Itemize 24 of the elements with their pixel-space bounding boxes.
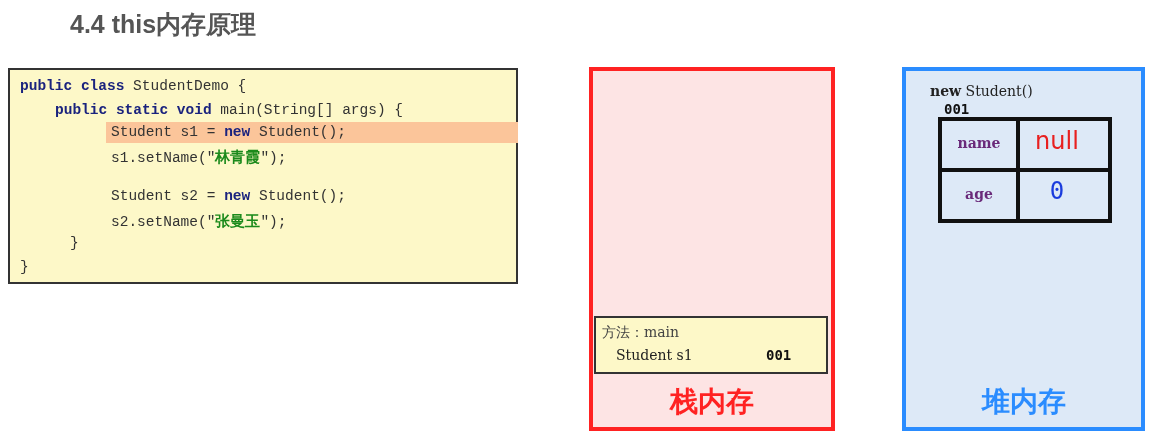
code-line: } bbox=[70, 235, 79, 251]
memory-label: 堆内存 bbox=[980, 385, 1067, 419]
code-line: s1.setName("林青霞"); bbox=[111, 148, 287, 167]
address-value: 001 bbox=[944, 101, 970, 117]
heap-memory-box bbox=[902, 67, 1145, 431]
object-heading: new Student() bbox=[930, 83, 1033, 99]
code-line: Student s1 = new Student(); bbox=[111, 124, 346, 140]
code-line: public class StudentDemo { bbox=[20, 78, 247, 94]
code-line: } bbox=[20, 259, 29, 275]
memory-label: 栈内存 bbox=[668, 385, 755, 419]
title: 4.4 this内存原理 bbox=[70, 9, 257, 40]
stack-frame-box bbox=[594, 316, 828, 374]
field-name: age bbox=[964, 186, 994, 202]
code-line: public static void main(String[] args) { bbox=[55, 102, 404, 118]
field-value: 0 bbox=[1048, 177, 1066, 205]
code-line: s2.setName("张曼玉"); bbox=[111, 212, 287, 231]
code-box bbox=[8, 68, 518, 284]
code-line: Student s2 = new Student(); bbox=[111, 188, 346, 204]
stack-memory-box bbox=[589, 67, 835, 431]
frame-text: Student s1 bbox=[616, 347, 693, 363]
address-value: 001 bbox=[766, 347, 792, 363]
frame-text: 方法：main bbox=[602, 324, 680, 342]
field-value: null bbox=[1034, 127, 1080, 155]
field-name: name bbox=[956, 135, 1002, 151]
